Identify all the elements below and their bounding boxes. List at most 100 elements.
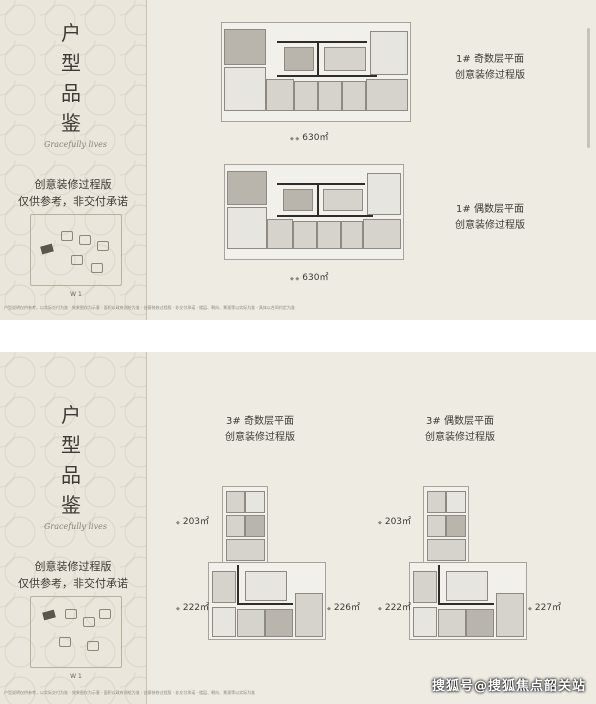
wall [277,41,367,43]
area-label: ◆226㎡ [327,603,361,613]
signature: Gracefully lives [44,140,107,149]
title-char: 鉴 [61,111,81,135]
caption-title: 1# 奇数层平面 [456,54,524,65]
floor-plan-panel-2: 户 型 品 鉴 Gracefully lives 创意装修过程版 仅供参考，非交… [0,352,596,704]
caption-subtitle: 创意装修过程版 [225,432,295,443]
sidebar: 户 型 品 鉴 Gracefully lives 创意装修过程版 仅供参考，非交… [0,352,146,704]
room [446,571,488,601]
sketch-mark [59,637,71,647]
room [446,515,466,537]
room [318,81,342,111]
wall [277,183,365,185]
sketch-mark [97,241,109,251]
area-label: ◆222㎡ [176,603,210,613]
sidebar-divider [146,352,147,704]
room [237,609,265,637]
floor-plan-3-even-upper [423,486,469,564]
room [295,593,323,637]
room [413,571,437,603]
sketch-mark [40,243,54,255]
signature: Gracefully lives [44,522,107,531]
caption-subtitle: 创意装修过程版 [455,220,525,231]
room [317,221,341,249]
room [294,81,318,111]
caption-title: 3# 奇数层平面 [226,416,294,427]
watermark: 搜狐号@搜狐焦点韶关站 [431,679,586,694]
room [245,491,265,513]
room [323,189,363,211]
title-char: 户 [61,403,81,427]
caption-subtitle: 创意装修过程版 [425,432,495,443]
caption-title: 3# 偶数层平面 [426,416,494,427]
plan-caption: 1# 偶数层平面 创意装修过程版 [430,202,550,234]
sidebar: 户 型 品 鉴 Gracefully lives 创意装修过程版 仅供参考，非交… [0,0,146,320]
room [427,539,466,561]
room [266,79,294,111]
area-label: ◆ ◆630㎡ [290,133,329,143]
sketch-mark [83,617,95,627]
area-label: ◆ ◆630㎡ [290,273,329,283]
room [245,515,265,537]
floor-plan-1-odd [221,22,411,122]
room [212,607,236,637]
room [342,81,366,111]
area-label: ◆227㎡ [528,603,562,613]
room [212,571,236,603]
room [367,173,401,215]
note-line-1: 创意装修过程版 [34,178,112,191]
room [496,593,524,637]
room [267,219,293,249]
room [413,607,437,637]
title-char: 品 [61,463,81,487]
room [245,571,287,601]
sidebar-divider [146,0,147,320]
floor-plan-3-odd-upper [222,486,268,564]
sketch-mark [91,263,103,273]
wall [237,603,293,605]
room [363,219,401,249]
wall [237,565,239,605]
plan-caption: 3# 偶数层平面 创意装修过程版 [400,414,520,446]
room [224,29,266,65]
area-label: ◆203㎡ [176,517,210,527]
room [446,491,466,513]
room [265,609,293,637]
area-label: ◆222㎡ [378,603,412,613]
scrollbar[interactable] [587,28,590,148]
room [427,491,446,513]
room [226,539,265,561]
floor-plan-3-even-lower [409,562,527,640]
room [284,47,314,71]
plan-caption: 3# 奇数层平面 创意装修过程版 [200,414,320,446]
room [370,31,408,75]
room [293,221,317,249]
sketch-mark [87,641,99,651]
floor-plan-3-odd-lower [208,562,326,640]
wall [317,183,319,217]
room [283,189,313,211]
title-char: 型 [61,433,81,457]
vertical-title: 户 型 品 鉴 [58,18,84,138]
sketch-mark [65,609,77,619]
room [224,67,266,111]
note-line-2: 仅供参考，非交付承诺 [18,195,128,208]
sketch-mark [71,255,83,265]
sketch-mark [42,609,56,621]
plan-caption: 1# 奇数层平面 创意装修过程版 [430,52,550,84]
area-label: ◆203㎡ [378,517,412,527]
sketch-mark [79,235,91,245]
title-char: 户 [61,21,81,45]
room [226,515,245,537]
stamp-sketch: W 1 [30,214,122,298]
room [341,221,363,249]
disclaimer-text: 户型说明仅供参考，以实际交付为准 · 效果图仅为示意 · 面积以政府测绘为准 ·… [4,305,295,310]
disclaimer-text: 户型说明仅供参考，以实际交付为准 · 效果图仅为示意 · 面积以政府测绘为准 ·… [4,690,256,695]
vertical-title: 户 型 品 鉴 [58,400,84,520]
room [324,47,366,71]
room [226,491,245,513]
caption-title: 1# 偶数层平面 [456,204,524,215]
sketch-mark [99,609,111,619]
room [438,609,466,637]
room [227,171,267,205]
note-line-1: 创意装修过程版 [34,560,112,573]
